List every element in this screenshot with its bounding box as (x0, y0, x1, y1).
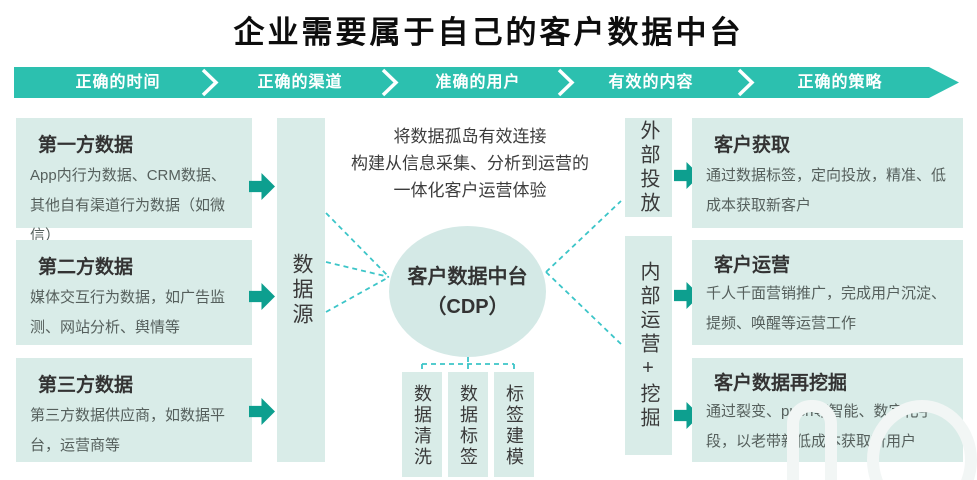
description-line: 一体化客户运营体验 (393, 181, 547, 200)
dashed-line-source-bottom (325, 276, 390, 313)
customer-operation-box: 客户运营 千人千面营销推广，完成用户沉淀、提频、唤醒等运营工作 (692, 240, 963, 345)
box-body: 千人千面营销推广，完成用户沉淀、提频、唤醒等运营工作 (706, 285, 947, 332)
banner-stage-right-strategy: 正确的策略 (797, 74, 883, 91)
dashed-line-source-top (325, 212, 390, 278)
watermark-shape (867, 400, 977, 480)
box-heading: 第一方数据 (38, 135, 134, 156)
box-heading: 客户数据再挖掘 (714, 373, 848, 394)
box-heading: 客户获取 (714, 135, 791, 156)
module-data-tagging-box: 数据标签 (448, 372, 488, 477)
chevron-separator-icon (201, 68, 219, 97)
right-arrow-icon (249, 173, 275, 200)
banner-stage-right-time: 正确的时间 (75, 74, 161, 91)
first-party-data-box: 第一方数据 App内行为数据、CRM数据、其他自有渠道行为数据（如微信） (16, 118, 252, 244)
cdp-ellipse: 客户数据中台 （CDP） (389, 226, 546, 357)
module-data-cleaning-box: 数据清洗 (402, 372, 442, 477)
banner-stage-right-content: 有效的内容 (608, 74, 694, 91)
dashed-line-external (545, 200, 622, 273)
dashed-line-source-mid (325, 261, 390, 278)
internal-operation-mining-column: 内部运营+挖掘 (625, 236, 672, 455)
module-label: 标签建模 (504, 384, 524, 468)
chevron-separator-icon (557, 68, 575, 97)
arrow-ribbon-shape (14, 67, 959, 98)
external-placement-column: 外部投放 (625, 118, 672, 217)
customer-acquisition-box: 客户获取 通过数据标签，定向投放，精准、低成本获取新客户 (692, 118, 963, 228)
module-label: 数据清洗 (412, 384, 432, 468)
column-label: 数据源 (290, 252, 313, 328)
right-arrow-icon (249, 283, 275, 310)
banner-stage-right-user: 准确的用户 (435, 74, 521, 91)
data-source-column: 数据源 (277, 118, 325, 462)
box-body: App内行为数据、CRM数据、其他自有渠道行为数据（如微信） (30, 167, 226, 244)
box-heading: 客户运营 (714, 255, 791, 276)
cdp-label-line1: 客户数据中台 (407, 265, 528, 288)
process-arrow-banner: 正确的时间 正确的渠道 准确的用户 有效的内容 正确的策略 (14, 67, 960, 98)
dashed-line-internal (545, 271, 622, 345)
watermark (787, 390, 977, 480)
description-line: 将数据孤岛有效连接 (393, 127, 547, 146)
page-title: 企业需要属于自己的客户数据中台 (233, 15, 744, 50)
chevron-separator-icon (737, 68, 755, 97)
right-arrow-icon (249, 398, 275, 425)
column-label: 外部投放 (637, 119, 659, 216)
third-party-data-box: 第三方数据 第三方数据供应商，如数据平台，运营商等 (16, 358, 252, 462)
chevron-separator-icon (381, 68, 399, 97)
box-heading: 第二方数据 (38, 257, 134, 278)
watermark-shape (787, 400, 837, 480)
center-description: 将数据孤岛有效连接 构建从信息采集、分析到运营的 一体化客户运营体验 (320, 123, 620, 204)
box-heading: 第三方数据 (38, 375, 134, 396)
box-body: 媒体交互行为数据，如广告监测、网站分析、舆情等 (30, 289, 226, 336)
banner-stage-right-channel: 正确的渠道 (257, 74, 343, 91)
module-tag-modeling-box: 标签建模 (494, 372, 534, 477)
second-party-data-box: 第二方数据 媒体交互行为数据，如广告监测、网站分析、舆情等 (16, 240, 252, 345)
description-line: 构建从信息采集、分析到运营的 (351, 154, 589, 173)
column-label: 内部运营+挖掘 (637, 260, 659, 431)
module-label: 数据标签 (458, 384, 478, 468)
cdp-label-line2: （CDP） (426, 295, 509, 318)
box-body: 通过数据标签，定向投放，精准、低成本获取新客户 (706, 167, 947, 214)
box-body: 第三方数据供应商，如数据平台，运营商等 (30, 407, 226, 454)
